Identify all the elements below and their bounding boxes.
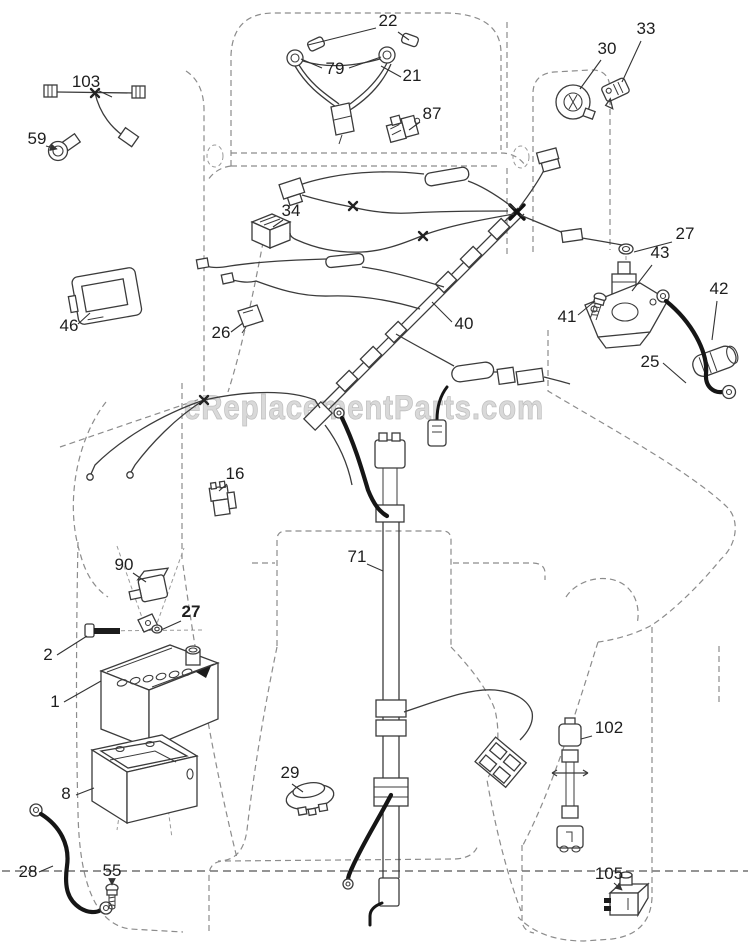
jumper-wire-drawing — [43, 84, 146, 148]
part-label-solenoid-nut: 27 — [676, 224, 695, 243]
part-label-ground-bolt: 55 — [103, 861, 122, 880]
leader-hour-meter — [77, 312, 91, 325]
part-label-interlock-switch-b: 16 — [226, 464, 245, 483]
leader-solenoid-nut — [633, 241, 673, 253]
battery-cable-positive-drawing — [656, 289, 737, 400]
part-label-seat-switch: 29 — [281, 763, 300, 782]
leader-battery-box — [75, 787, 95, 796]
wire-assembly-rear-drawing — [551, 717, 589, 853]
ignition-switch-drawing — [555, 84, 596, 120]
part-label-ground-cable: 28 — [19, 862, 38, 881]
part-label-battery: 1 — [50, 692, 59, 711]
leader-headlight-harness — [380, 65, 402, 78]
interlock-switch-a-drawing — [385, 114, 421, 144]
part-label-wire-assembly-center: 71 — [348, 547, 367, 566]
ignition-key-drawing — [601, 77, 630, 110]
part-label-wire-assembly-rear: 102 — [595, 718, 623, 737]
leader-jumper-wire — [96, 89, 113, 98]
leader-terminal-boot — [711, 300, 718, 341]
indicator-switch-drawing — [47, 132, 82, 162]
part-label-terminal-boot: 42 — [710, 279, 729, 298]
leader-wire-assembly-rear — [580, 735, 593, 740]
main-harness-drawing — [195, 147, 623, 447]
terminal-cover-drawing — [128, 567, 170, 603]
leader-terminal-cover — [132, 572, 147, 583]
part-label-terminal-cover: 90 — [115, 555, 134, 574]
part-label-starter-solenoid: 43 — [651, 243, 670, 262]
battery-drawing — [99, 644, 220, 749]
leader-main-wire-harness — [431, 301, 453, 323]
interlock-switch-b-drawing — [208, 480, 237, 517]
leader-headlight-wiring — [300, 58, 323, 69]
part-label-headlight-harness: 21 — [403, 66, 422, 85]
part-label-headlight-bulbs: 22 — [379, 11, 398, 30]
wire-assembly-center-drawing — [333, 407, 534, 927]
leader-headlight-bulbs — [397, 31, 410, 41]
leader-ignition-switch — [579, 59, 602, 90]
leader-interlock-switch-b — [218, 483, 228, 492]
ground-bolt-drawing — [105, 883, 119, 910]
watermark: eReplacementParts.com — [184, 389, 544, 427]
battery-bolt-drawing — [84, 623, 120, 638]
leader-wire-assembly-center — [366, 563, 384, 572]
leader-battery-nut — [160, 620, 182, 631]
part-label-fuse: 26 — [212, 323, 231, 342]
leader-ignition-key — [621, 40, 642, 83]
terminal-boot-drawing — [692, 345, 739, 377]
leader-battery-bolt — [56, 635, 88, 656]
component-drawings — [29, 32, 739, 927]
part-label-ignition-key: 33 — [637, 19, 656, 38]
leader-seat-switch — [291, 783, 304, 793]
part-label-interlock-switch-a: 87 — [423, 104, 442, 123]
leader-ground-cable — [38, 865, 54, 873]
leader-starter-solenoid — [631, 264, 653, 292]
solenoid-drawing — [584, 243, 669, 349]
plug-switch-drawing — [250, 213, 292, 250]
solenoid-bolt-drawing — [589, 292, 607, 321]
battery-box-drawing — [90, 734, 199, 825]
leader-headlight-bulbs — [307, 27, 377, 46]
part-label-main-wire-harness: 40 — [455, 314, 474, 333]
part-label-rear-module: 105 — [595, 864, 623, 883]
leader-indicator-switch — [45, 143, 58, 151]
fuse-drawing — [237, 304, 264, 334]
hour-meter-drawing — [67, 267, 143, 325]
leader-plug-switch — [272, 219, 284, 228]
battery-nut-drawing — [151, 624, 163, 634]
part-label-battery-nut: 27 — [182, 602, 201, 621]
leader-battery — [63, 680, 102, 703]
part-label-battery-box: 8 — [61, 784, 70, 803]
leader-battery-cable-positive — [662, 362, 687, 384]
part-label-ignition-switch: 30 — [598, 39, 617, 58]
front-wires-drawing — [86, 391, 353, 486]
ground-cable-drawing — [29, 803, 113, 915]
seat-switch-drawing — [285, 782, 335, 817]
part-label-battery-bolt: 2 — [43, 645, 52, 664]
part-label-battery-cable-positive: 25 — [641, 352, 660, 371]
leader-rear-module — [613, 882, 623, 891]
part-label-solenoid-bolt: 41 — [558, 307, 577, 326]
part-label-jumper-wire: 103 — [72, 72, 100, 91]
part-label-plug-switch: 34 — [282, 201, 301, 220]
leader-headlight-wiring — [348, 56, 382, 69]
part-label-indicator-switch: 59 — [28, 129, 47, 148]
part-label-headlight-wiring: 79 — [326, 59, 345, 78]
leader-interlock-switch-a — [408, 121, 421, 131]
part-label-hour-meter: 46 — [60, 316, 79, 335]
leader-fuse — [230, 322, 244, 333]
leader-solenoid-bolt — [577, 300, 596, 316]
